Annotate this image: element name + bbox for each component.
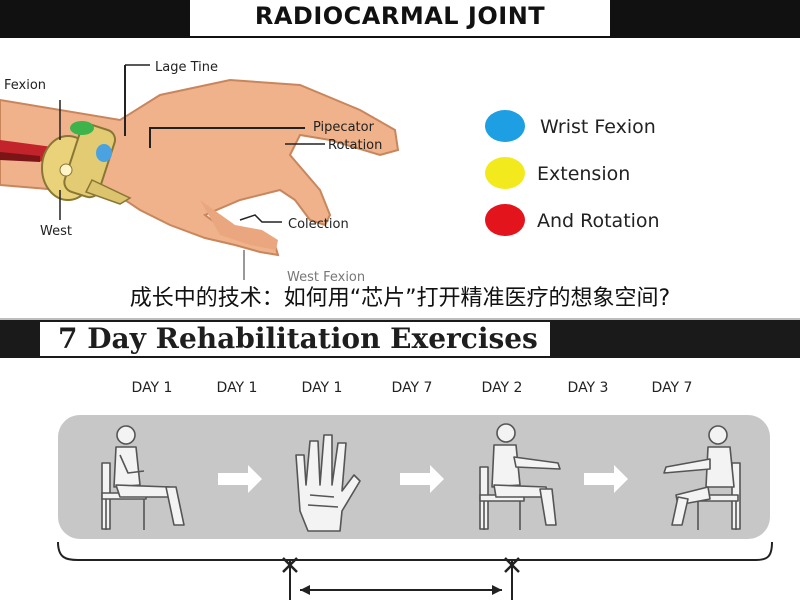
seated-figure-1 [101, 425, 185, 530]
legend-red-dot [485, 204, 525, 236]
label-collection: Colection [288, 217, 349, 232]
bottom-title-box [40, 322, 550, 356]
seated-figure-2 [479, 423, 561, 530]
top-title-box [190, 0, 610, 36]
open-hand [295, 434, 361, 532]
day-label: DAY 3 [567, 380, 609, 396]
hand-illustration [0, 64, 400, 280]
bottom-title: 7 Day Rehabilitation Exercises [58, 322, 538, 355]
timeline-bracket [57, 541, 773, 600]
day-label: DAY 1 [301, 380, 343, 396]
legend-label-extension: Extension [537, 163, 631, 185]
day-label: DAY 7 [391, 380, 433, 396]
label-pipecator: Pipecator [313, 120, 374, 135]
day-label: DAY 2 [481, 380, 523, 396]
label-lage-tine: Lage Tine [155, 60, 218, 75]
label-flexion: Fexion [4, 78, 47, 93]
day-label: DAY 7 [651, 380, 693, 396]
day-label: DAY 1 [216, 380, 258, 396]
label-west: West [40, 224, 72, 239]
label-rotation: Rotation [328, 138, 383, 153]
legend-yellow-dot [485, 157, 525, 189]
exercise-figures [101, 423, 741, 532]
seated-figure-3 [663, 425, 741, 530]
label-west-fexion: West Fexion [287, 270, 366, 285]
legend-blue-dot [485, 110, 525, 142]
top-title: RADIOCARMAL JOINT [254, 2, 546, 30]
day-label: DAY 1 [131, 380, 173, 396]
caption: 成长中的技术：如何用“芯片”打开精准医疗的想象空间? [129, 286, 671, 311]
legend-label-and-rotation: And Rotation [537, 210, 660, 232]
legend-label-wrist-flexion: Wrist Fexion [540, 116, 656, 138]
